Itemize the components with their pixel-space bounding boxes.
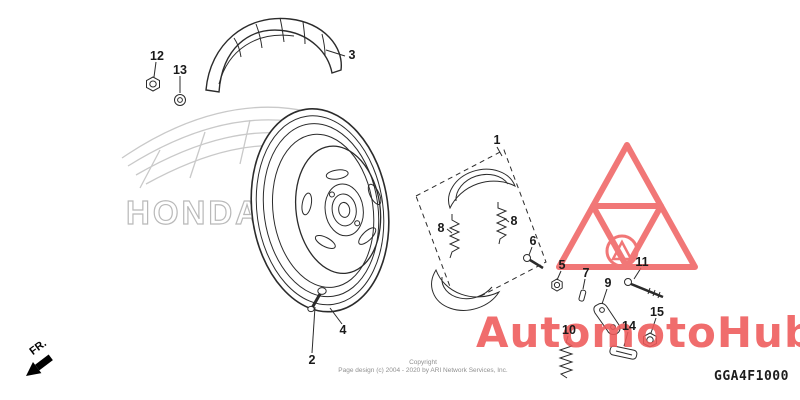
brake-shoe-kit-box	[415, 149, 547, 311]
brake-arm-9-drawing	[593, 302, 621, 335]
part-callout-6: 6	[529, 234, 537, 248]
tire-valve-drawing	[307, 287, 327, 313]
copyright-note: Copyright Page design (c) 2004 - 2020 by…	[318, 359, 528, 375]
diagram-code: GGA4F1000	[714, 369, 789, 384]
part-callout-7: 7	[582, 266, 590, 280]
nut-5-drawing	[551, 278, 563, 292]
part-callout-11: 11	[635, 255, 649, 269]
axle-nut-drawing	[146, 76, 160, 92]
copyright-line-2: Page design (c) 2004 - 2020 by ARI Netwo…	[338, 367, 508, 375]
part-callout-8a: 8	[437, 221, 445, 235]
triangle-logo-watermark	[556, 142, 698, 270]
fender-drawing	[205, 17, 342, 93]
fr-arrow-icon	[26, 354, 53, 376]
part-callout-8b: 8	[510, 214, 518, 228]
pin-7-drawing	[578, 289, 587, 302]
bolt-11-drawing	[624, 278, 664, 299]
copyright-line-1: Copyright	[409, 359, 437, 366]
brake-shoe-lower-drawing	[431, 268, 501, 311]
part-callout-5: 5	[558, 258, 566, 272]
brake-spring-drawings	[448, 202, 508, 259]
part-callout-13: 13	[173, 63, 187, 77]
fr-label: FR.	[28, 337, 49, 357]
callout-leader-lines	[153, 49, 657, 354]
part-callout-4: 4	[339, 323, 347, 337]
spring-10-drawing	[558, 341, 574, 379]
part-callout-1: 1	[493, 133, 501, 147]
honda-watermark-text: HONDA	[126, 194, 262, 231]
part-callout-12: 12	[150, 49, 164, 63]
brake-shoe-upper-drawing	[448, 168, 516, 210]
part-callout-15: 15	[650, 305, 664, 319]
rear-wheel-drawing	[250, 108, 390, 313]
part-callout-10: 10	[562, 323, 576, 337]
part-callout-2: 2	[308, 353, 316, 367]
brand-watermark-text: AutomotoHub	[476, 308, 800, 357]
part-callout-14: 14	[622, 319, 636, 333]
part-callout-9: 9	[604, 276, 612, 290]
part-callout-3: 3	[348, 48, 356, 62]
nut-15-drawing	[643, 332, 657, 348]
bolt-6-drawing	[523, 254, 544, 270]
wheel-spoke-slots	[301, 169, 382, 249]
brake-cam-14-drawing	[609, 345, 638, 360]
washer-drawing	[174, 94, 186, 106]
